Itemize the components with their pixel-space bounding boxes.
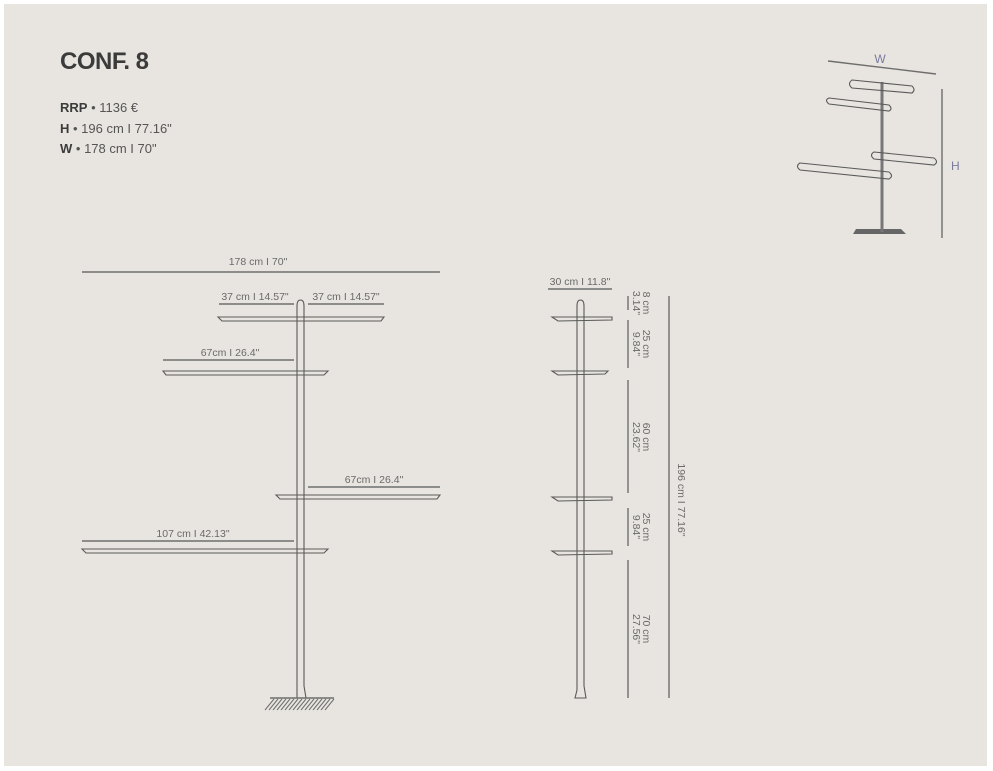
hatch-mark [268,698,279,711]
segment-label-3: 60 cm 23.62" [630,422,652,452]
spec-list: RRP • 1136 € H • 196 cm I 77.16" W • 178… [60,98,172,160]
iso-shelf-4 [796,162,893,180]
svg-text:9.84": 9.84" [630,332,642,356]
svg-text:9.84": 9.84" [630,515,642,539]
side-shelf-1 [550,316,613,322]
iso-height-label: H [951,159,960,173]
shelf-2 [161,370,330,376]
side-view: 30 cm I 11.8" 8 cm 3.14" 25 cm 9.84" 60 … [548,276,687,699]
iso-width-label: W [874,52,886,66]
svg-text:8 cm: 8 cm [640,292,652,315]
spec-height: H • 196 cm I 77.16" [60,120,172,136]
iso-base [853,229,906,234]
iso-shelf-1 [848,79,915,94]
segment-label-4: 25 cm 9.84" [630,513,652,542]
iso-shelf-2 [825,97,892,112]
product-sheet: CONF. 8 RRP • 1136 € H • 196 cm I 77.16"… [4,4,987,766]
shelf1-right-label: 37 cm I 14.57" [312,291,380,303]
spec-width: W • 178 cm I 70" [60,141,157,156]
side-shelf-4 [550,550,613,556]
hatch-mark [276,698,287,711]
svg-text:27.56": 27.56" [630,614,642,644]
iso-view: W H [796,52,960,238]
hatch-mark [300,698,311,711]
shelf1-left-label: 37 cm I 14.57" [221,291,289,303]
hatch-mark [284,698,295,711]
segment-label-2: 25 cm 9.84" [630,330,652,359]
hatch-mark [296,698,307,711]
hatch-mark [264,698,275,711]
spec-rrp: RRP • 1136 € [60,100,139,115]
shelf-1 [216,316,386,322]
iso-width-line [827,60,937,75]
total-height-label-group: 196 cm I 77.16" [675,463,687,536]
segment-label-1: 8 cm 3.14" [630,291,652,315]
hatch-mark [292,698,303,711]
side-shelf-2 [550,370,610,376]
shelf-3 [274,494,442,500]
segment-label-5: 70 cm 27.56" [630,614,652,644]
hatch-mark [308,698,319,711]
overall-width-label: 178 cm I 70" [229,256,288,268]
total-height-label: 196 cm I 77.16" [675,463,687,536]
svg-text:25 cm: 25 cm [640,330,652,359]
page-title: CONF. 8 [60,48,149,75]
hatch-mark [312,698,323,711]
side-pole [574,299,587,699]
svg-text:25 cm: 25 cm [640,513,652,542]
iso-shelf-3 [870,151,938,166]
svg-text:23.62": 23.62" [630,422,642,452]
hatch-mark [288,698,299,711]
hatch-mark [324,698,335,711]
svg-text:60 cm: 60 cm [640,423,652,452]
front-view: 178 cm I 70" 37 cm I 14.57" 37 cm I 14.5… [80,256,442,711]
hatch-mark [304,698,315,711]
floor-hatch [264,697,335,711]
svg-text:70 cm: 70 cm [640,615,652,644]
hatch-mark [280,698,291,711]
pole [296,299,307,699]
shelf-4 [80,548,330,554]
hatch-mark [272,698,283,711]
svg-text:3.14": 3.14" [630,291,642,315]
shelf2-label: 67cm I 26.4" [201,347,260,359]
depth-label: 30 cm I 11.8" [550,276,611,288]
side-shelf-3 [550,496,613,502]
shelf3-label: 67cm I 26.4" [345,474,404,486]
hatch-mark [316,698,327,711]
shelf4-label: 107 cm I 42.13" [156,528,229,540]
hatch-mark [320,698,331,711]
